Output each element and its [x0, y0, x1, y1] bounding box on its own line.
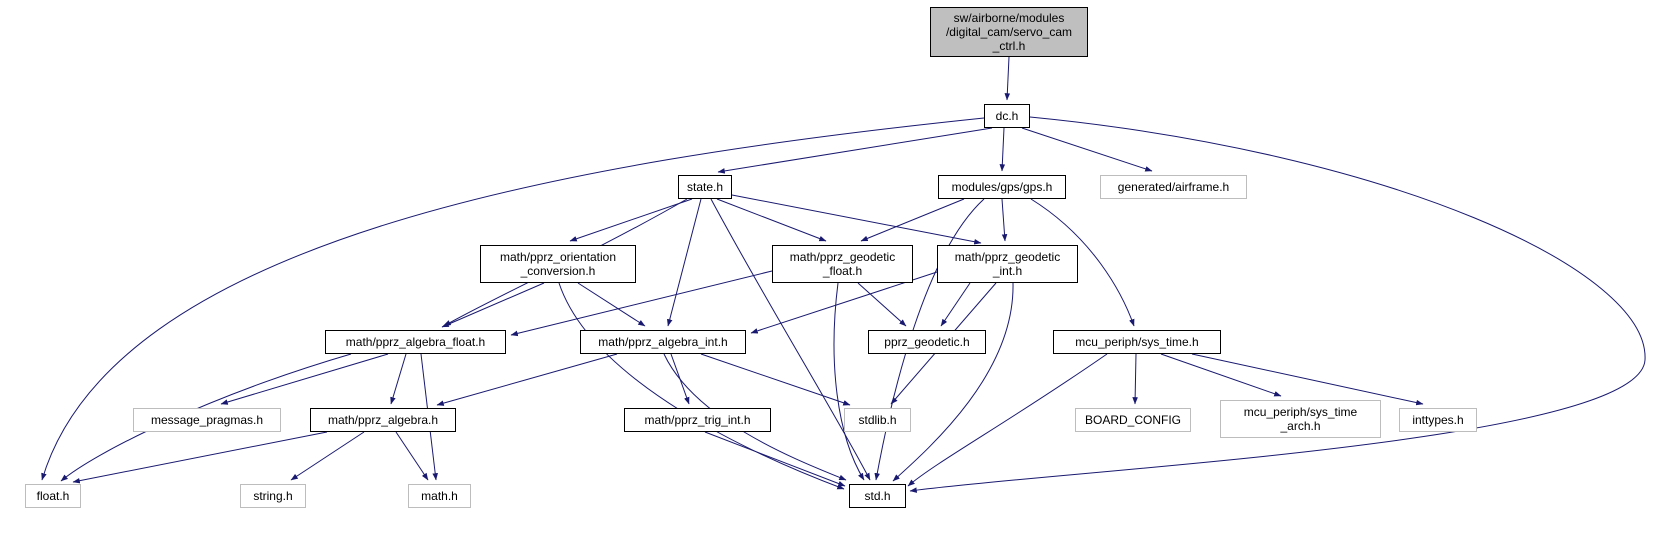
edge-state-geodetic-int	[731, 194, 982, 245]
edge-dc-gps	[999, 127, 1006, 172]
edge-sys-time-std	[907, 353, 1108, 487]
node-message-pragmas-h: message_pragmas.h	[133, 408, 281, 432]
node-pprz-geodetic-h[interactable]: pprz_geodetic.h	[868, 330, 986, 354]
node-stdlib-h: stdlib.h	[844, 408, 911, 432]
edge-gps-sys-time	[1030, 198, 1135, 327]
node-inttypes-h: inttypes.h	[1399, 408, 1477, 432]
edge-pprz-algebra-math	[395, 431, 429, 481]
edge-algebra-float-message-pragmas	[220, 353, 389, 405]
node-float-h: float.h	[25, 484, 81, 508]
edge-geodetic-int-std	[892, 282, 1014, 482]
node-airframe-h: generated/airframe.h	[1100, 175, 1247, 199]
edge-servo-cam-ctrl-dc	[1004, 56, 1011, 101]
edge-orientation-algebra-float	[441, 282, 545, 328]
edge-gps-std	[874, 198, 985, 481]
edge-geodetic-float-pprz-geodetic	[857, 282, 907, 327]
edge-geodetic-int-pprz-geodetic	[940, 282, 971, 327]
node-pprz-trig-int-h[interactable]: math/pprz_trig_int.h	[624, 408, 771, 432]
node-state-h[interactable]: state.h	[678, 175, 732, 199]
edge-gps-geodetic-int	[1001, 198, 1008, 242]
node-pprz-geodetic-int-h[interactable]: math/pprz_geodetic _int.h	[937, 245, 1078, 283]
edge-state-std	[710, 198, 871, 481]
edge-algebra-int-pprz-algebra	[436, 353, 618, 406]
node-servo-cam-ctrl-h: sw/airborne/modules /digital_cam/servo_c…	[930, 7, 1088, 57]
edge-algebra-int-stdlib	[700, 353, 851, 406]
node-math-h: math.h	[408, 484, 471, 508]
node-sys-time-arch-h: mcu_periph/sys_time _arch.h	[1220, 400, 1381, 438]
edge-sys-time-inttypes	[1191, 353, 1424, 406]
edge-dc-state	[717, 127, 993, 174]
edge-trig-int-std	[704, 431, 846, 487]
edge-orientation-std	[558, 282, 845, 490]
node-pprz-algebra-int-h[interactable]: math/pprz_algebra_int.h	[580, 330, 746, 354]
edge-pprz-algebra-float	[72, 431, 328, 484]
edge-dc-float	[41, 117, 985, 481]
edge-state-algebra-int	[667, 198, 702, 327]
node-string-h: string.h	[240, 484, 306, 508]
node-board-config: BOARD_CONFIG	[1075, 408, 1191, 432]
node-dc-h[interactable]: dc.h	[984, 104, 1030, 128]
node-pprz-algebra-float-h[interactable]: math/pprz_algebra_float.h	[325, 330, 506, 354]
edge-geodetic-float-algebra-float	[510, 270, 773, 337]
node-std-h[interactable]: std.h	[849, 484, 906, 508]
node-pprz-geodetic-float-h[interactable]: math/pprz_geodetic _float.h	[772, 245, 913, 283]
edge-algebra-float-pprz-algebra	[390, 353, 407, 405]
edge-pprz-algebra-string	[290, 431, 365, 481]
node-pprz-orientation-conversion-h[interactable]: math/pprz_orientation _conversion.h	[480, 245, 636, 283]
edge-state-orientation-conversion	[569, 198, 693, 242]
edge-orientation-algebra-int	[577, 282, 646, 327]
edge-dc-airframe	[1021, 127, 1153, 172]
edge-algebra-int-std	[663, 353, 847, 481]
edge-geodetic-float-std	[833, 282, 865, 481]
edge-sys-time-board-config	[1132, 353, 1138, 405]
edge-state-geodetic-float	[716, 198, 827, 242]
edge-gps-geodetic-float	[860, 198, 965, 242]
edge-sys-time-sys-time-arch	[1160, 353, 1282, 397]
node-pprz-algebra-h[interactable]: math/pprz_algebra.h	[310, 408, 456, 432]
node-sys-time-h[interactable]: mcu_periph/sys_time.h	[1053, 330, 1221, 354]
edge-dc-std	[909, 116, 1646, 493]
node-gps-h[interactable]: modules/gps/gps.h	[938, 175, 1066, 199]
